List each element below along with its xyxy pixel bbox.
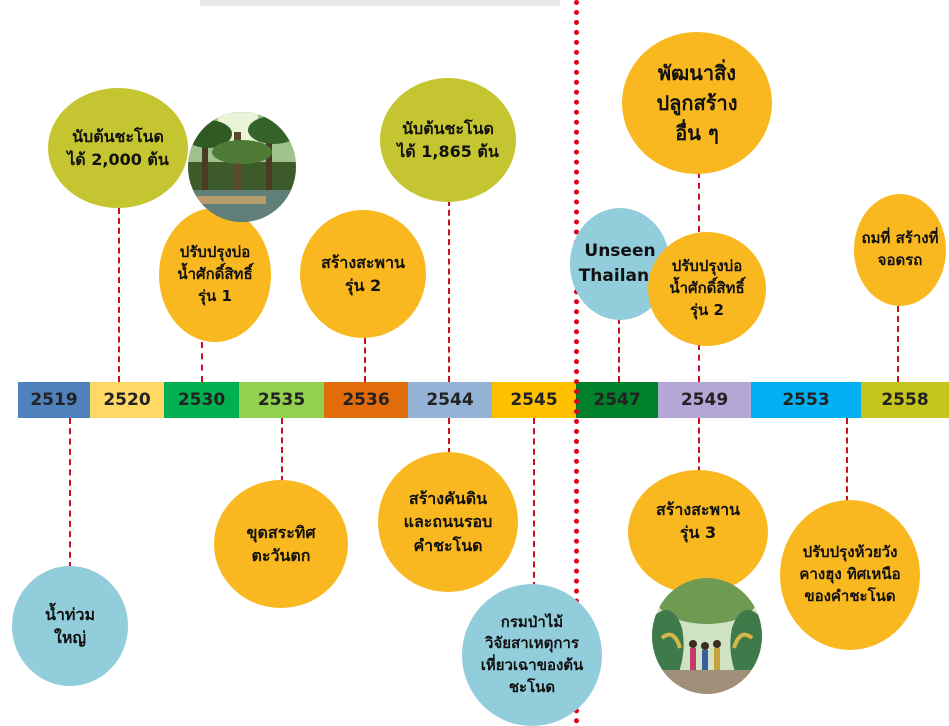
- connector-2535: [281, 418, 283, 482]
- event-bubble-bridge-2536: สร้างสะพานรุ่น 2: [300, 210, 426, 338]
- year-2535: 2535: [239, 382, 324, 418]
- event-bubble-count-2520: นับต้นชะโนดได้ 2,000 ต้น: [48, 88, 188, 208]
- connector-2547: [618, 318, 620, 382]
- connector-2520: [118, 208, 120, 382]
- event-bubble-stream-2553: ปรับปรุงห้วยวังคางฮุง ทิศเหนือของคำชะโนด: [780, 500, 920, 650]
- connector-2558: [897, 306, 899, 382]
- year-2553: 2553: [751, 382, 861, 418]
- year-2547: 2547: [576, 382, 658, 418]
- year-2519: 2519: [18, 382, 90, 418]
- timeline-year-bar: 2519 2520 2530 2535 2536 2544 2545 2547 …: [18, 382, 949, 418]
- red-dotted-divider: [574, 0, 579, 724]
- event-bubble-dike-2544: สร้างคันดินและถนนรอบคำชะโนด: [378, 452, 518, 592]
- event-bubble-parking-2558: ถมที่ สร้างที่จอดรถ: [854, 194, 946, 306]
- connector-2549-bridge: [698, 418, 700, 482]
- event-bubble-count-2544: นับต้นชะโนดได้ 1,865 ต้น: [380, 78, 516, 202]
- year-2530: 2530: [164, 382, 239, 418]
- connector-2553: [846, 418, 848, 502]
- year-2558: 2558: [861, 382, 949, 418]
- event-bubble-flood-2519: น้ำท่วมใหญ่: [12, 566, 128, 686]
- event-bubble-pond-2549: ปรับปรุงบ่อน้ำศักดิ์สิทธิ์รุ่น 2: [648, 232, 766, 346]
- event-bubble-develop-2549: พัฒนาสิ่งปลูกสร้างอื่น ๆ: [622, 32, 772, 174]
- top-edge-strip: [200, 0, 560, 6]
- forest-pond-photo: [188, 112, 296, 222]
- year-2520: 2520: [90, 382, 164, 418]
- year-2545: 2545: [492, 382, 576, 418]
- connector-2549-develop: [698, 172, 700, 232]
- naga-photo-art: [652, 578, 762, 694]
- event-bubble-bridge-2549: สร้างสะพานรุ่น 3: [628, 470, 768, 594]
- connector-2544-below: [448, 418, 450, 454]
- forest-photo-art: [188, 112, 296, 222]
- connector-2545: [533, 418, 535, 588]
- connector-2549-pond: [698, 344, 700, 382]
- naga-bridge-photo: [652, 578, 762, 694]
- event-bubble-research-2545: กรมป่าไม้วิจัยสาเหตุการเหี่ยวเฉาของต้นชะ…: [462, 584, 602, 726]
- year-2536: 2536: [324, 382, 408, 418]
- year-2544: 2544: [408, 382, 492, 418]
- connector-2519: [69, 418, 71, 568]
- event-bubble-ditch-2535: ขุดสระทิศตะวันตก: [214, 480, 348, 608]
- connector-2544-above: [448, 200, 450, 382]
- connector-2536: [364, 338, 366, 382]
- year-2549: 2549: [658, 382, 751, 418]
- event-bubble-pond-2530: ปรับปรุงบ่อน้ำศักดิ์สิทธิ์รุ่น 1: [159, 208, 271, 342]
- connector-2530: [201, 342, 203, 382]
